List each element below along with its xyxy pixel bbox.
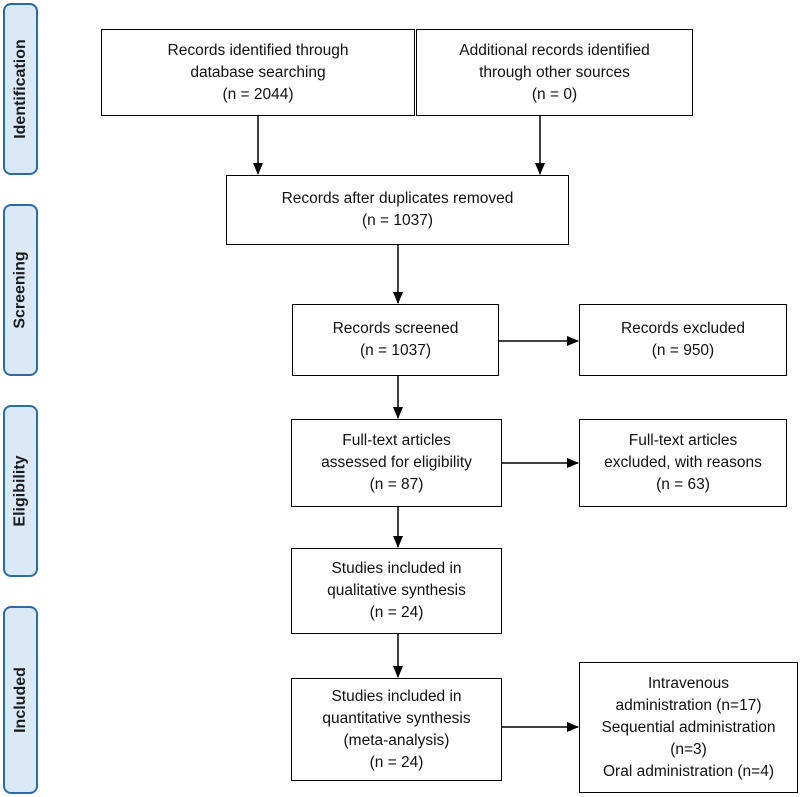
- box-quantitative-synthesis: Studies included in quantitative synthes…: [291, 678, 502, 781]
- box-line: (meta-analysis): [343, 731, 450, 749]
- box-line: Sequential administration: [601, 718, 776, 736]
- box-line: (n = 950): [651, 342, 715, 359]
- box-line: (n = 63): [656, 476, 710, 493]
- box-other-sources: Additional records identified through ot…: [416, 29, 693, 116]
- box-line: Additional records identified: [459, 41, 650, 59]
- phase-screening: Screening: [3, 204, 38, 376]
- box-line: (n = 0): [531, 85, 578, 103]
- box-line: Full-text articles: [342, 432, 451, 449]
- box-line: Full-text articles: [628, 432, 738, 449]
- box-line: qualitative synthesis: [327, 582, 466, 599]
- box-line: Studies included in: [331, 560, 462, 577]
- phase-included: Included: [3, 606, 38, 794]
- box-line: administration (n=17): [615, 696, 762, 714]
- box-line: (n = 2044): [222, 85, 294, 103]
- box-line: Records identified through: [167, 41, 349, 59]
- box-database-search: Records identified through database sear…: [101, 29, 415, 116]
- box-line: excluded, with reasons: [604, 454, 762, 471]
- box-line: (n = 1037): [361, 212, 434, 229]
- box-administration-breakdown: Intravenous administration (n=17) Sequen…: [579, 662, 798, 793]
- box-line: Records after duplicates removed: [281, 190, 514, 207]
- box-fulltext-assessed: Full-text articles assessed for eligibil…: [291, 419, 502, 507]
- box-line: (n = 24): [369, 753, 424, 771]
- box-fulltext-excluded: Full-text articles excluded, with reason…: [579, 419, 787, 507]
- box-line: (n=3): [670, 740, 707, 758]
- box-line: Oral administration (n=4): [603, 762, 774, 780]
- box-line: Studies included in: [331, 687, 462, 705]
- phase-identification: Identification: [3, 3, 38, 175]
- box-line: through other sources: [479, 63, 630, 81]
- box-line: (n = 24): [369, 604, 424, 621]
- box-records-excluded: Records excluded (n = 950): [579, 304, 787, 376]
- box-line: (n = 1037): [359, 342, 432, 359]
- phase-eligibility: Eligibility: [3, 405, 38, 577]
- box-line: Records screened: [332, 320, 459, 337]
- box-line: Intravenous: [648, 674, 729, 692]
- box-line: database searching: [190, 63, 326, 81]
- box-duplicates-removed: Records after duplicates removed (n = 10…: [226, 175, 569, 245]
- box-line: (n = 87): [369, 476, 424, 493]
- box-qualitative-synthesis: Studies included in qualitative synthesi…: [291, 548, 502, 634]
- box-line: assessed for eligibility: [321, 454, 472, 471]
- box-line: quantitative synthesis: [322, 709, 471, 727]
- box-line: Records excluded: [620, 320, 746, 337]
- box-records-screened: Records screened (n = 1037): [292, 304, 499, 376]
